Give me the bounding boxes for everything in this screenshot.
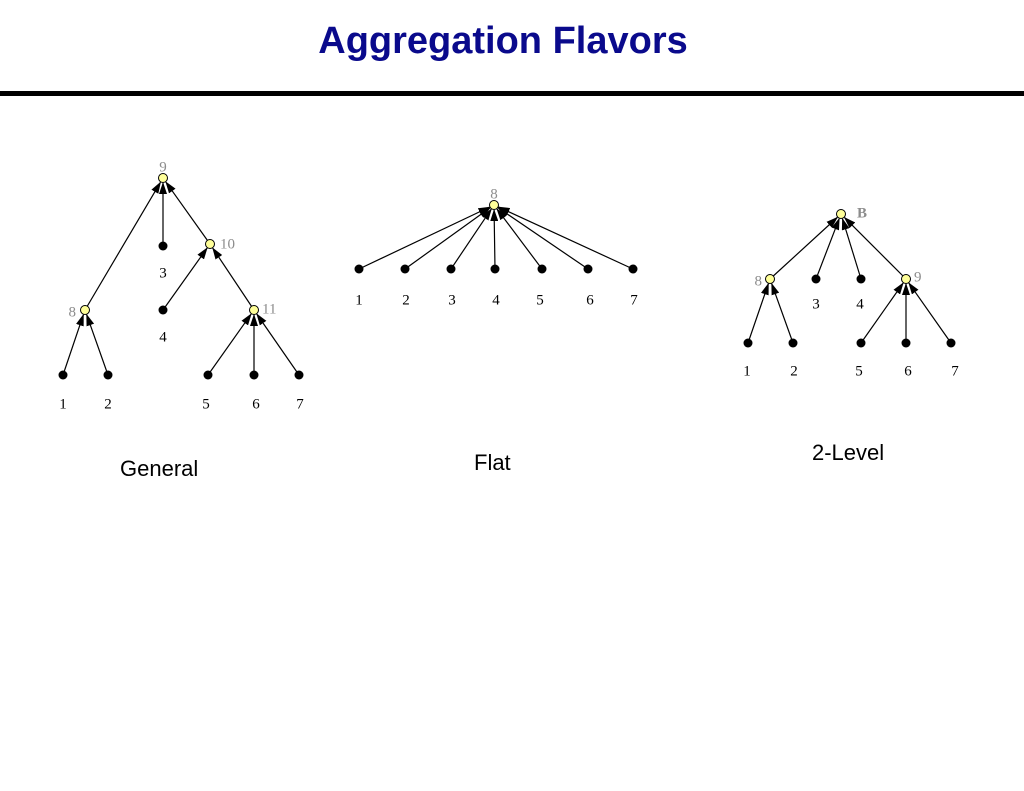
node-label-9: 9: [914, 269, 922, 285]
leaf-node-3: [158, 241, 168, 251]
leaf-node-5: [537, 264, 547, 274]
node-label-6: 6: [586, 292, 594, 308]
caption-flat: Flat: [474, 450, 511, 475]
edge-g8-to-g9: [84, 181, 161, 311]
aggregator-node-9: [901, 274, 911, 284]
node-label-3: 3: [812, 296, 820, 312]
node-label-11: 11: [262, 301, 276, 317]
edge-f3-to-f8: [450, 208, 492, 270]
node-label-4: 4: [492, 292, 500, 308]
node-label-7: 7: [630, 292, 638, 308]
aggregator-node-9: [158, 173, 168, 183]
leaf-node-6: [249, 370, 259, 380]
edge-f7-to-f8: [497, 206, 634, 270]
edge-g10-to-g9: [165, 181, 211, 245]
edge-g11-to-g10: [212, 247, 255, 311]
leaf-node-7: [946, 338, 956, 348]
node-label-4: 4: [159, 329, 167, 345]
leaf-node-7: [294, 370, 304, 380]
node-label-8: 8: [755, 273, 763, 289]
node-label-3: 3: [159, 265, 167, 281]
edge-t1-to-t8: [747, 282, 769, 344]
edge-t3-to-tB: [815, 217, 840, 280]
node-label-1: 1: [355, 292, 363, 308]
leaf-node-2: [400, 264, 410, 274]
edge-t4-to-tB: [841, 217, 862, 280]
leaf-node-4: [856, 274, 866, 284]
aggregator-node-11: [249, 305, 259, 315]
caption-general: General: [120, 456, 199, 481]
diagram-two-level: B 8 3 4 9 1 2 5 6 7: [743, 205, 959, 379]
node-label-10: 10: [220, 236, 235, 252]
node-label-6: 6: [252, 396, 260, 412]
node-label-1: 1: [743, 363, 751, 379]
edge-t5-to-t9: [860, 282, 904, 344]
leaf-node-3: [811, 274, 821, 284]
node-label-5: 5: [536, 292, 544, 308]
leaf-node-1: [58, 370, 68, 380]
node-label-9: 9: [159, 159, 167, 175]
edge-f1-to-f8: [358, 206, 491, 270]
leaf-node-6: [583, 264, 593, 274]
node-label-3: 3: [448, 292, 456, 308]
edge-g7-to-g11: [256, 313, 300, 376]
edge-f5-to-f8: [496, 208, 543, 270]
edge-g5-to-g11: [207, 313, 252, 376]
edge-t8-to-tB: [769, 216, 839, 280]
node-label-5: 5: [855, 363, 863, 379]
aggregator-node-10: [205, 239, 215, 249]
node-label-8: 8: [69, 304, 77, 320]
leaf-node-1: [743, 338, 753, 348]
node-label-8: 8: [490, 186, 498, 202]
edge-g1-to-g8: [62, 313, 84, 376]
leaf-node-6: [901, 338, 911, 348]
leaf-node-4: [490, 264, 500, 274]
leaf-node-2: [103, 370, 113, 380]
node-label-7: 7: [951, 363, 959, 379]
edge-t9-to-tB: [843, 216, 907, 280]
node-label-6: 6: [904, 363, 912, 379]
slide-title: Aggregation Flavors: [318, 20, 688, 62]
node-label-2: 2: [104, 396, 112, 412]
edge-g4-to-g10: [162, 247, 208, 311]
title-divider: [0, 91, 1024, 96]
node-label-2: 2: [402, 292, 410, 308]
edge-f2-to-f8: [404, 207, 491, 270]
edge-f4-to-f8: [490, 208, 499, 270]
node-label-5: 5: [202, 396, 210, 412]
leaf-node-2: [788, 338, 798, 348]
aggregator-node-8: [489, 200, 499, 210]
node-label-7: 7: [296, 396, 304, 412]
aggregator-node-8: [80, 305, 90, 315]
node-label-B: B: [857, 205, 867, 221]
aggregator-node-B: [836, 209, 846, 219]
edge-t2-to-t8: [771, 282, 794, 344]
node-label-2: 2: [790, 363, 798, 379]
node-label-1: 1: [59, 396, 67, 412]
leaf-node-4: [158, 305, 168, 315]
leaf-node-3: [446, 264, 456, 274]
caption-two-level: 2-Level: [812, 440, 885, 465]
edge-g2-to-g8: [86, 313, 109, 376]
leaf-node-5: [203, 370, 213, 380]
edge-t7-to-t9: [908, 282, 952, 344]
diagram-flat: 8 1 2 3 4 5 6 7: [354, 186, 638, 308]
leaf-node-1: [354, 264, 364, 274]
leaf-node-7: [628, 264, 638, 274]
aggregator-node-8: [765, 274, 775, 284]
node-label-4: 4: [856, 296, 864, 312]
edge-f6-to-f8: [497, 207, 589, 270]
leaf-node-5: [856, 338, 866, 348]
